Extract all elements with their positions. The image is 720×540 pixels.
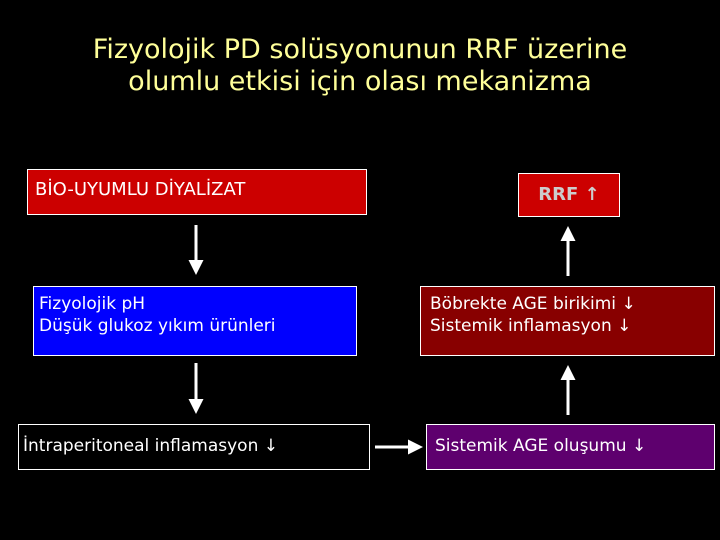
box-ph-line-2: Düşük glukoz yıkım ürünleri [39, 316, 276, 336]
down-arrow-icon: ↓ [263, 436, 279, 456]
box-intraperitoneal-inflammation-label: İntraperitoneal inflamasyon [23, 436, 259, 456]
box-age-accumulation-line-2: Sistemik inflamasyon ↓ [430, 315, 714, 337]
down-arrow-icon: ↓ [631, 436, 647, 456]
box-age-accumulation-text-2: Sistemik inflamasyon [430, 316, 612, 336]
box-ph-line-1: Fizyolojik pH [39, 294, 146, 314]
box-biocompatible-dialysate: BİO-UYUMLU DİYALİZAT [27, 169, 367, 215]
box-systemic-age-formation-label: Sistemik AGE oluşumu [435, 436, 627, 456]
box-systemic-age-formation: Sistemik AGE oluşumu ↓ [426, 424, 715, 470]
up-arrow-icon: ↑ [584, 184, 600, 205]
box-rrf: RRF ↑ [518, 173, 620, 217]
box-biocompatible-dialysate-label: BİO-UYUMLU DİYALİZAT [35, 179, 246, 200]
box-physiologic-ph: Fizyolojik pH Düşük glukoz yıkım ürünler… [33, 286, 357, 356]
title-line-1: Fizyolojik PD solüsyonunun RRF üzerine [92, 34, 628, 65]
box-age-accumulation: Böbrekte AGE birikimi ↓ Sistemik inflama… [420, 286, 715, 356]
title-line-2: olumlu etkisi için olası mekanizma [128, 66, 592, 97]
box-age-accumulation-line-1: Böbrekte AGE birikimi ↓ [430, 293, 714, 315]
box-intraperitoneal-inflammation: İntraperitoneal inflamasyon ↓ [18, 424, 370, 470]
down-arrow-icon: ↓ [621, 294, 636, 314]
box-age-accumulation-text-1: Böbrekte AGE birikimi [430, 294, 617, 314]
box-rrf-label: RRF [538, 184, 579, 205]
down-arrow-icon: ↓ [617, 316, 632, 336]
slide-title: Fizyolojik PD solüsyonunun RRF üzerine o… [0, 34, 720, 98]
